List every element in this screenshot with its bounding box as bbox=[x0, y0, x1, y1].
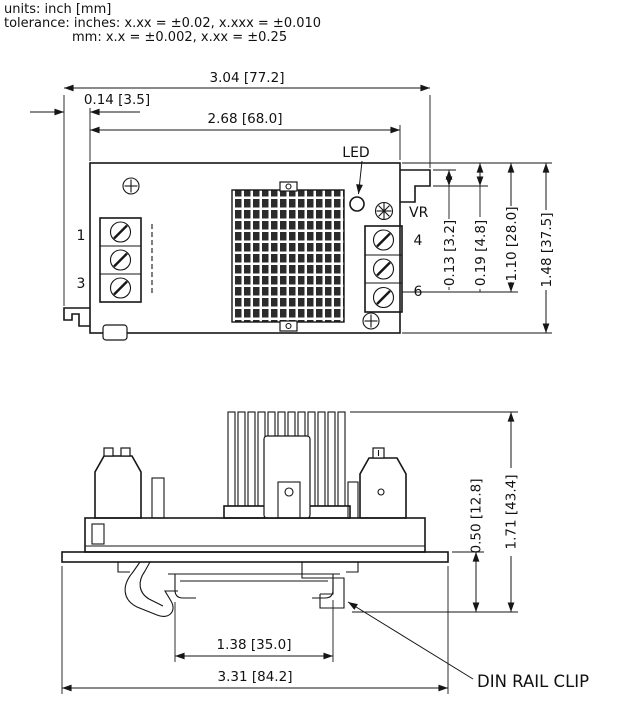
led-leader-line bbox=[356, 160, 363, 195]
side-view bbox=[61, 411, 449, 617]
screw-top-left bbox=[122, 177, 140, 195]
heatsink-top bbox=[231, 181, 345, 332]
tolerance-note-mm: mm: x.x = ±0.002, x.xx = ±0.25 bbox=[72, 30, 287, 45]
dim-tab-offset: 0.14 [3.5] bbox=[84, 92, 150, 108]
clip-hook-right bbox=[301, 562, 345, 609]
top-view-dimensions: 3.04 [77.2] 0.14 [3.5] 2.68 [68.0] 0.13 … bbox=[30, 70, 555, 334]
left-hook-tab bbox=[63, 307, 90, 327]
vr-label: VR bbox=[409, 205, 429, 221]
psu-body-outline bbox=[89, 162, 401, 334]
pin-label-1: 1 bbox=[77, 228, 86, 244]
dim-inner-width: 2.68 [68.0] bbox=[208, 111, 283, 127]
terminal-block-side-left bbox=[94, 447, 142, 519]
output-terminal-block bbox=[364, 225, 403, 313]
dim-terminal-height: 1.10 [28.0] bbox=[504, 207, 520, 282]
clip-spring-left-inner bbox=[139, 561, 164, 607]
tolerance-note-inches: tolerance: inches: x.xx = ±0.02, x.xxx =… bbox=[4, 16, 321, 31]
din-rail-and-clip bbox=[117, 561, 359, 617]
pin-label-3: 3 bbox=[77, 276, 86, 292]
dim-step-large: 0.19 [4.8] bbox=[473, 220, 489, 286]
dim-clip-depth: 0.50 [12.8] bbox=[469, 479, 485, 554]
input-terminal-block bbox=[99, 217, 142, 303]
units-note: units: inch [mm] bbox=[4, 2, 111, 17]
clip-hook-right-inner bbox=[320, 581, 334, 595]
dim-rail-width: 1.38 [35.0] bbox=[217, 637, 292, 653]
led-label: LED bbox=[342, 145, 369, 161]
transformer-component bbox=[263, 435, 311, 519]
connector-detail bbox=[91, 523, 105, 545]
dim-overall-width-side: 3.31 [84.2] bbox=[218, 669, 293, 685]
chassis-side bbox=[84, 517, 426, 553]
led-indicator bbox=[349, 196, 365, 212]
base-plate bbox=[61, 551, 449, 563]
dim-overall-height-top: 1.48 [37.5] bbox=[539, 213, 555, 288]
pin-label-4: 4 bbox=[414, 233, 423, 249]
clip-spring-left bbox=[124, 561, 178, 617]
din-rail-clip-label: DIN RAIL CLIP bbox=[477, 672, 589, 691]
dim-step-small: 0.13 [3.2] bbox=[442, 220, 458, 286]
drawing-notes: units: inch [mm] tolerance: inches: x.xx… bbox=[4, 2, 321, 45]
dim-overall-height-side: 1.71 [43.4] bbox=[504, 475, 520, 550]
dim-overall-width: 3.04 [77.2] bbox=[210, 70, 285, 86]
terminal-block-side-right bbox=[359, 447, 407, 519]
screw-bottom-right bbox=[362, 312, 380, 330]
vr-potentiometer bbox=[374, 201, 394, 221]
top-view: LED VR 1 3 4 6 bbox=[63, 145, 431, 341]
bottom-notch bbox=[102, 324, 128, 341]
right-step-tab bbox=[400, 169, 431, 203]
side-view-dimensions: 0.50 [12.8] 1.71 [43.4] 1.38 [35.0] 3.31… bbox=[61, 411, 589, 694]
rail-left-flange bbox=[174, 574, 196, 599]
small-component-left bbox=[151, 477, 165, 519]
din-rail-clip-leader bbox=[347, 601, 474, 680]
